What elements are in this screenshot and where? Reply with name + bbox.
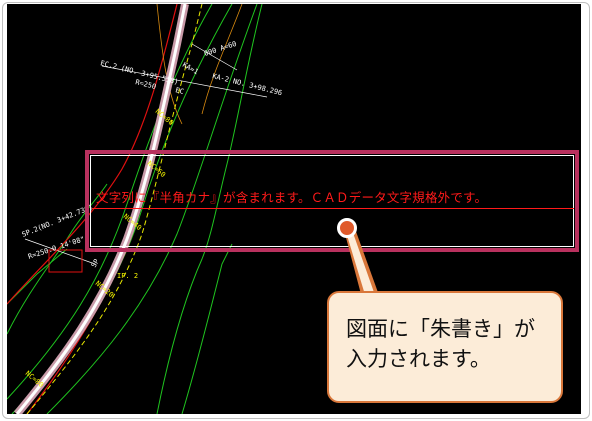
road-edge bbox=[15, 4, 187, 414]
callout-bubble bbox=[327, 291, 563, 403]
redline-message: 文字列に『半角カナ』が含まれます。ＣＡＤデータ文字規格外です。 bbox=[96, 190, 488, 205]
cad-drawing-canvas[interactable]: EC.2 (NO. 3+95.518) R=250 EC KA-2 NO. 3+… bbox=[7, 4, 581, 414]
center-line bbox=[26, 4, 203, 414]
redline-annotation-inner-frame bbox=[90, 155, 574, 247]
redline-annotation-frame bbox=[85, 150, 579, 252]
callout-marker-dot bbox=[337, 218, 357, 238]
leader-lines bbox=[24, 43, 268, 265]
label-sp-short: SP bbox=[90, 258, 101, 269]
redline-underline bbox=[92, 208, 574, 209]
label-ip: IP. 2 bbox=[117, 272, 138, 280]
road-alignment-drawing: EC.2 (NO. 3+95.518) R=250 EC KA-2 NO. 3+… bbox=[7, 4, 283, 414]
callout-line-1: 図面に「朱書き」が bbox=[346, 317, 535, 341]
selection-rect bbox=[48, 249, 83, 273]
callout-line-2: 入力されます。 bbox=[346, 347, 491, 371]
callout-text: 図面に「朱書き」が 入力されます。 bbox=[346, 314, 556, 374]
offset-lines bbox=[156, 4, 243, 125]
label-ec-short: EC bbox=[175, 86, 185, 96]
